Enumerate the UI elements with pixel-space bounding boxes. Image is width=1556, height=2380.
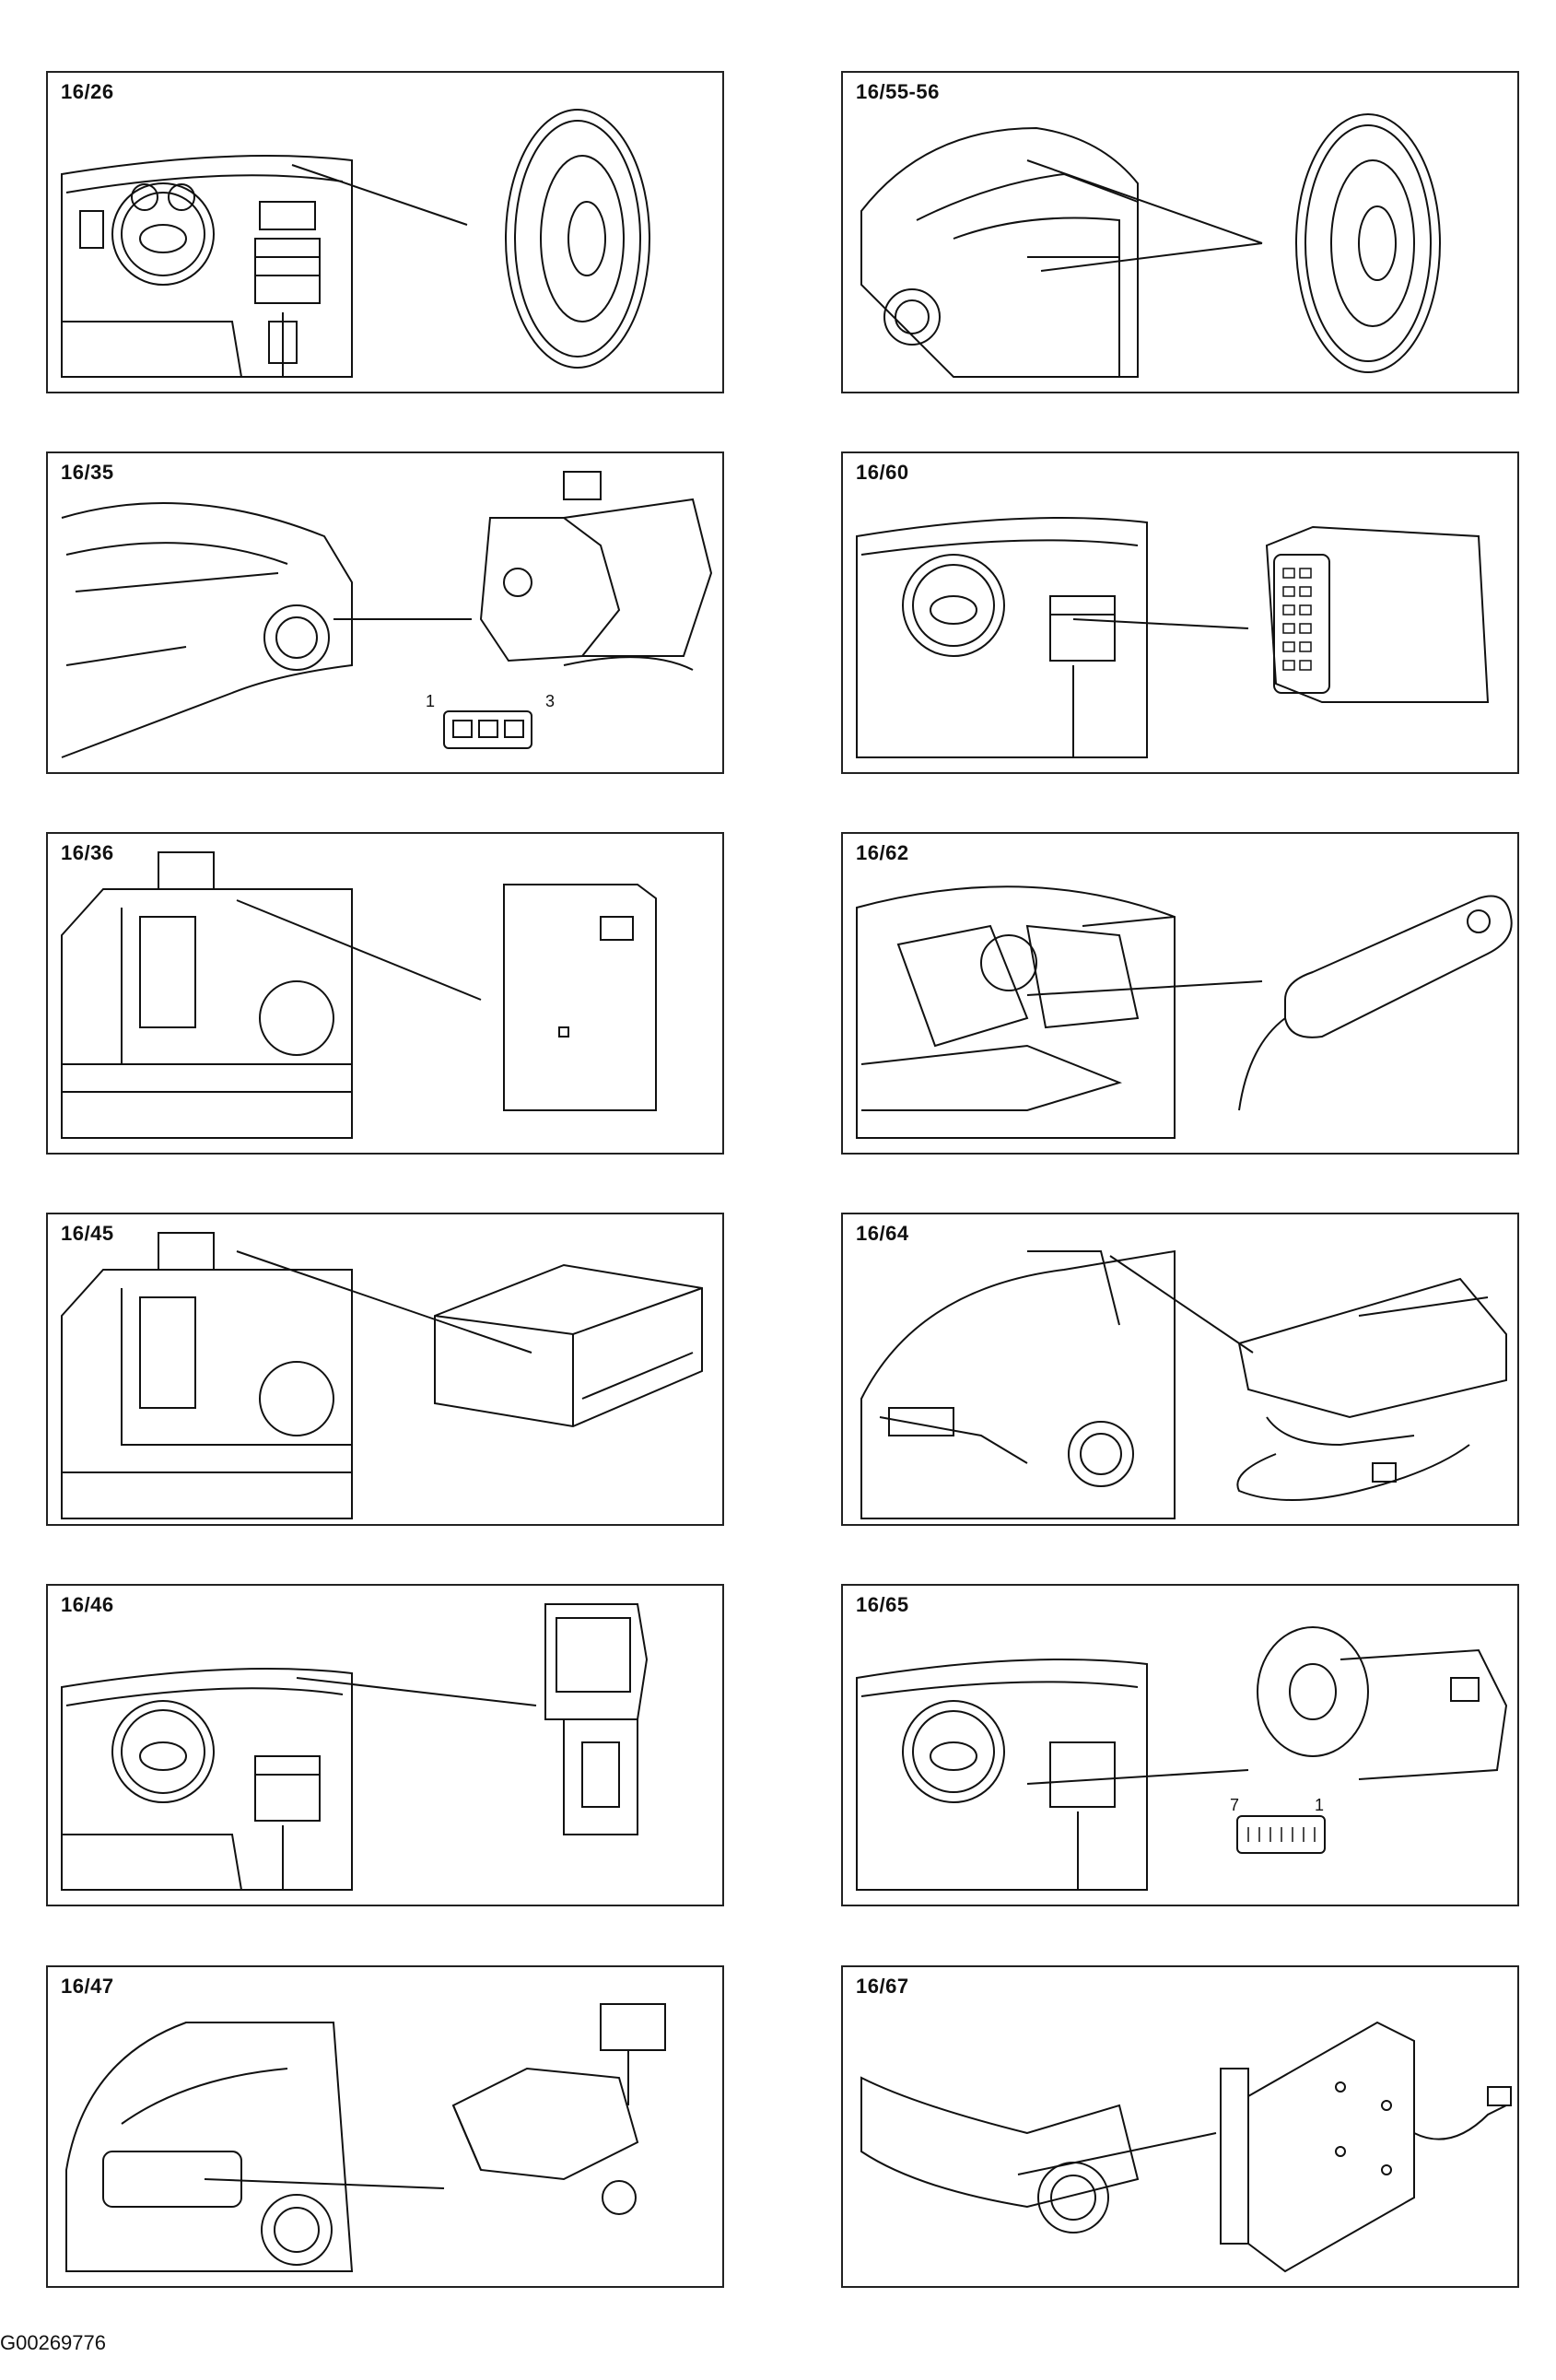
panel-label: 16/60 (856, 461, 909, 484)
panel-label: 16/47 (61, 1975, 114, 1998)
trunk-module-illustration (61, 851, 657, 1139)
panel-16-36: 16/36 (46, 832, 724, 1155)
panel-label: 16/35 (61, 461, 114, 484)
panel-16-45: 16/45 (46, 1213, 724, 1526)
connector-pin-7: 7 (1230, 1796, 1239, 1814)
connector-pin-3: 3 (545, 692, 555, 710)
rear-window-antenna-illustration (65, 2003, 666, 2272)
display-screen-illustration (61, 1603, 649, 1891)
panel-label: 16/65 (856, 1593, 909, 1616)
panel-16-35: 16/35 1 3 (46, 451, 724, 774)
panel-16-47: 16/47 (46, 1965, 724, 2288)
panel-label: 16/55-56 (856, 80, 940, 103)
antenna-module-illustration (860, 1249, 1507, 1519)
panel-16-65: 16/65 7 1 (841, 1584, 1519, 1906)
panel-label: 16/67 (856, 1975, 909, 1998)
panel-label: 16/45 (61, 1222, 114, 1245)
connector-pin-1: 1 (426, 692, 435, 710)
dashboard-speaker-illustration (61, 109, 650, 378)
figure-code: G00269776 (0, 2331, 106, 2354)
panel-16-62: 16/62 (841, 832, 1519, 1155)
panel-label: 16/62 (856, 841, 909, 864)
door-speaker-illustration (860, 113, 1441, 378)
panel-16-67: 16/67 (841, 1965, 1519, 2288)
panel-16-46: 16/46 (46, 1584, 724, 1906)
steering-wheel-module-illustration: 7 1 (856, 1626, 1508, 1891)
handset-illustration (856, 885, 1513, 1139)
panel-16-60: 16/60 (841, 451, 1519, 774)
connector-pin-1: 1 (1315, 1796, 1324, 1814)
panel-16-55-56: 16/55-56 (841, 71, 1519, 393)
panel-16-26: 16/26 (46, 71, 724, 393)
panel-label: 16/64 (856, 1222, 909, 1245)
siren-illustration: 1 3 (61, 471, 713, 758)
panel-label: 16/46 (61, 1593, 114, 1616)
panel-16-64: 16/64 (841, 1213, 1519, 1526)
trunk-cd-changer-illustration (61, 1232, 703, 1519)
panel-label: 16/36 (61, 841, 114, 864)
panel-label: 16/26 (61, 80, 114, 103)
keypad-illustration (856, 517, 1490, 758)
rear-bumper-module-illustration (860, 2021, 1512, 2273)
